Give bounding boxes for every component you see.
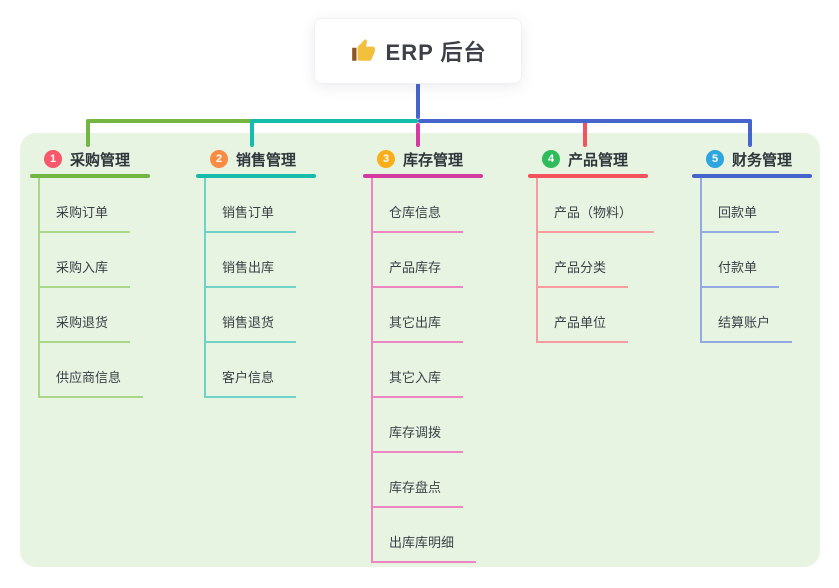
branch-product: 4 产品管理 产品（物料） 产品分类 产品单位 [528,146,688,343]
child-node: 采购退货 [38,288,143,343]
child-node: 产品库存 [371,233,476,288]
connector-branch5-drop [748,119,752,147]
child-node-label[interactable]: 采购入库 [38,257,131,288]
branch-inventory: 3 库存管理 仓库信息 产品库存 其它出库 其它入库 库存调拨 库存盘点 出库库… [363,146,523,563]
child-node: 产品分类 [536,233,654,288]
branch-title-underline [30,174,150,178]
child-node-label[interactable]: 其它入库 [371,367,464,398]
child-node: 供应商信息 [38,343,144,398]
child-node-label[interactable]: 产品（物料） [536,202,655,233]
child-node-label[interactable]: 库存调拨 [371,422,464,453]
child-node: 其它入库 [371,343,476,398]
child-node-label[interactable]: 产品分类 [536,257,629,288]
child-node: 销售退货 [204,288,297,343]
child-node-label[interactable]: 销售出库 [204,257,297,288]
connector-branch2-horizontal [252,119,418,123]
branch-connector-line [38,178,40,398]
child-node-label[interactable]: 回款单 [700,202,780,233]
child-node-label[interactable]: 出库库明细 [371,532,477,563]
child-node: 结算账户 [700,288,793,343]
branch-finance-title[interactable]: 5 财务管理 [692,146,839,172]
connector-branch1-drop [86,119,90,147]
child-node: 其它出库 [371,288,476,343]
branch-purchase: 1 采购管理 采购订单 采购入库 采购退货 供应商信息 [30,146,190,398]
branch-connector-line [204,178,206,398]
root-node-label: ERP 后台 [385,40,487,65]
branch-children: 采购订单 采购入库 采购退货 供应商信息 [38,178,144,398]
child-node-label[interactable]: 销售退货 [204,312,297,343]
connector-branch4-drop [583,119,587,147]
child-node: 采购订单 [38,178,143,233]
thumbs-up-icon [350,38,376,64]
child-node-label[interactable]: 付款单 [700,257,780,288]
child-node: 采购入库 [38,233,143,288]
connector-branch2-drop [250,119,254,147]
branch-children: 回款单 付款单 结算账户 [700,178,793,343]
branch-connector-line [700,178,702,343]
child-node-label[interactable]: 产品单位 [536,312,629,343]
child-node-label[interactable]: 客户信息 [204,367,297,398]
child-node: 付款单 [700,233,792,288]
branch-connector-line [371,178,373,563]
child-node-label[interactable]: 库存盘点 [371,477,464,508]
branch-sales-title[interactable]: 2 销售管理 [196,146,356,172]
branch-title-underline [528,174,648,178]
mindmap-canvas-panel [20,133,820,567]
branch-title-label: 财务管理 [732,151,793,169]
child-node: 销售订单 [204,178,297,233]
branch-purchase-title[interactable]: 1 采购管理 [30,146,190,172]
child-node: 出库库明细 [371,508,477,563]
child-node-label[interactable]: 供应商信息 [38,367,144,398]
branch-number-badge: 4 [542,150,560,168]
child-node-label[interactable]: 其它出库 [371,312,464,343]
child-node-label[interactable]: 采购退货 [38,312,131,343]
connector-branch3-drop [416,123,420,147]
child-node-label[interactable]: 产品库存 [371,257,464,288]
branch-title-label: 销售管理 [236,151,297,169]
child-node: 仓库信息 [371,178,476,233]
root-stem-line [416,82,420,119]
branch-title-underline [692,174,812,178]
root-node[interactable]: ERP 后台 [314,18,522,84]
child-node-label[interactable]: 采购订单 [38,202,131,233]
branch-title-underline [196,174,316,178]
child-node: 产品（物料） [536,178,655,233]
branch-number-badge: 1 [44,150,62,168]
branch-children: 产品（物料） 产品分类 产品单位 [536,178,655,343]
branch-title-underline [363,174,483,178]
branch-number-badge: 3 [377,150,395,168]
child-node: 库存调拨 [371,398,476,453]
branch-title-label: 采购管理 [70,151,131,169]
child-node: 回款单 [700,178,792,233]
connector-branch5-horizontal [418,119,752,123]
branch-children: 销售订单 销售出库 销售退货 客户信息 [204,178,297,398]
branch-children: 仓库信息 产品库存 其它出库 其它入库 库存调拨 库存盘点 出库库明细 [371,178,477,563]
branch-title-label: 产品管理 [568,151,629,169]
branch-finance: 5 财务管理 回款单 付款单 结算账户 [692,146,839,343]
branch-title-label: 库存管理 [403,151,464,169]
child-node-label[interactable]: 销售订单 [204,202,297,233]
child-node: 产品单位 [536,288,654,343]
child-node: 客户信息 [204,343,297,398]
branch-sales: 2 销售管理 销售订单 销售出库 销售退货 客户信息 [196,146,356,398]
branch-connector-line [536,178,538,343]
child-node-label[interactable]: 结算账户 [700,312,793,343]
child-node: 库存盘点 [371,453,476,508]
branch-inventory-title[interactable]: 3 库存管理 [363,146,523,172]
branch-number-badge: 2 [210,150,228,168]
child-node: 销售出库 [204,233,297,288]
child-node-label[interactable]: 仓库信息 [371,202,464,233]
branch-number-badge: 5 [706,150,724,168]
branch-product-title[interactable]: 4 产品管理 [528,146,688,172]
